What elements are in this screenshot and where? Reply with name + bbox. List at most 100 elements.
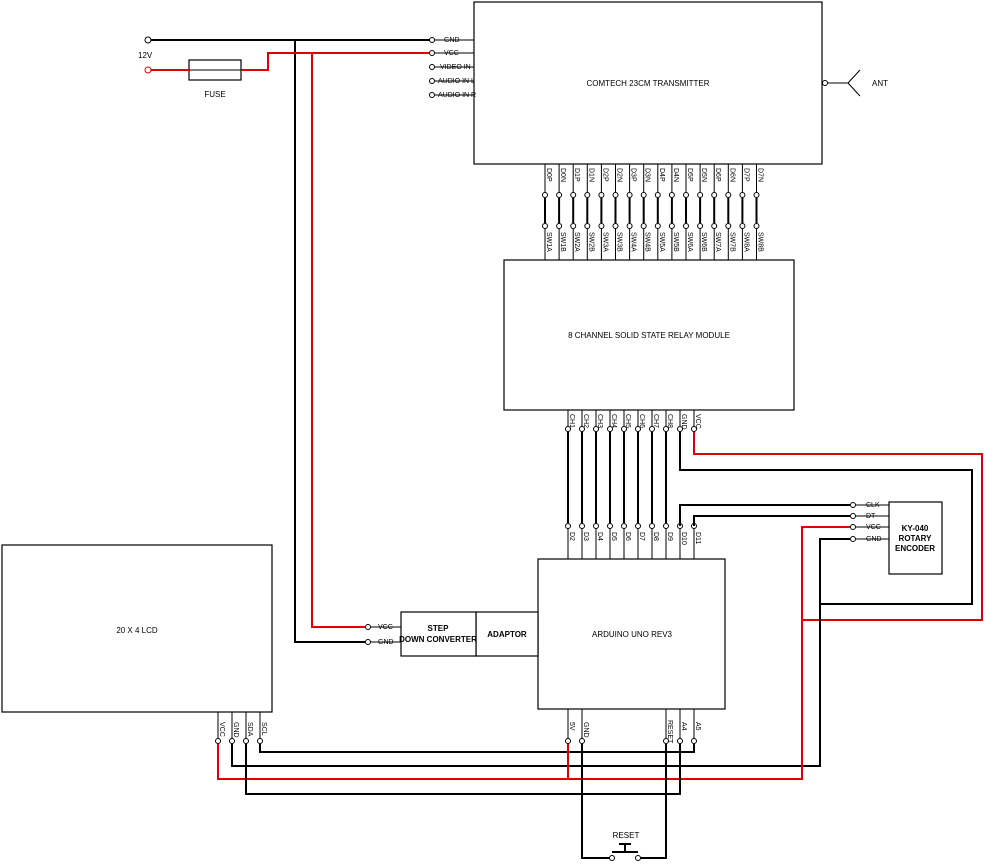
relay-bottom-pin: GND: [680, 414, 687, 430]
relay-bottom-terminal: [677, 426, 683, 432]
tx-pin-terminal: [753, 192, 760, 198]
fuse-label: FUSE: [204, 90, 225, 99]
converter-title-1: STEP: [428, 624, 450, 633]
arduino-pin-a4: A4: [680, 722, 687, 731]
converter-pins: [365, 624, 401, 645]
relay-bottom-terminal: [649, 426, 655, 432]
relay-top-pin: SW1A: [545, 232, 552, 252]
adaptor-box: [475, 611, 539, 657]
tx-bottom-pin: D1N: [587, 168, 594, 182]
relay-top-pin: SW8A: [742, 232, 749, 252]
tx-pin-audio-r: AUDIO IN R: [438, 92, 476, 99]
tx-pin-terminal: [697, 192, 704, 198]
relay-bottom-terminal: [607, 426, 613, 432]
arduino-pin-a5: A5: [694, 722, 701, 731]
relay-pin-terminal: [598, 223, 605, 229]
encoder-box: [888, 501, 943, 575]
tx-pin-terminal: [725, 192, 732, 198]
gnd-bus-wire: [231, 604, 821, 767]
encoder-title-3: ENCODER: [895, 544, 935, 553]
tx-pin-video: VIDEO IN: [440, 64, 471, 71]
reset-button-symbol: [609, 843, 641, 861]
relay-top-pin: SW8B: [757, 232, 764, 252]
relay-bottom-pin: CH5: [624, 414, 631, 428]
tx-bottom-pin: D0P: [545, 168, 552, 182]
power-voltage-label: 12V: [138, 51, 153, 60]
relay-box: [503, 259, 795, 411]
relay-pin-terminal: [739, 223, 746, 229]
tx-pin-terminal: [711, 192, 718, 198]
tx-pin-terminal: [570, 192, 577, 198]
relay-pin-terminal: [683, 223, 689, 229]
relay-top-pin: SW2A: [573, 232, 580, 252]
tx-pin-terminal: [654, 192, 661, 198]
arduino-top-pin: D10: [680, 532, 687, 545]
tx-bottom-pin: D5N: [700, 168, 707, 182]
relay-bottom-terminal: [579, 426, 585, 432]
relay-pin-terminal: [626, 223, 633, 229]
relay-bottom-terminal: [565, 426, 571, 432]
converter-pin-vcc: VCC: [378, 624, 393, 631]
arduino-top-pin: D4: [596, 532, 603, 541]
arduino-top-terminal: [649, 523, 655, 529]
relay-bottom-terminal: [621, 426, 627, 432]
scl-bus-wire: [259, 744, 695, 753]
sda-bus-wire: [245, 744, 681, 795]
relay-top-pin: SW5A: [658, 232, 665, 252]
relay-pin-terminal: [640, 223, 647, 229]
arduino-top-pin: D7: [638, 532, 645, 541]
relay-pin-terminal: [654, 223, 661, 229]
relay-top-labels: SW1A SW1B SW2A SW2B SW3A SW3B SW4A SW4B …: [545, 232, 764, 252]
adaptor-title: ADAPTOR: [487, 630, 527, 639]
tx-bottom-pin: D3N: [644, 168, 651, 182]
arduino-top-pin: D5: [610, 532, 617, 541]
tx-pin-terminal: [668, 192, 675, 198]
lcd-box: [1, 544, 273, 713]
tx-bottom-pin: D7N: [757, 168, 764, 182]
arduino-top-terminal: [635, 523, 641, 529]
tx-pin-vcc: VCC: [444, 50, 459, 57]
encoder-pin-vcc: VCC: [866, 524, 881, 531]
power-vcc-terminal: [144, 66, 152, 74]
tx-pin-terminal: [598, 192, 605, 198]
encoder-pin-dt: DT: [866, 513, 876, 520]
tx-pin-terminal: [640, 192, 647, 198]
tx-pin-terminal: [556, 192, 563, 198]
tx-bottom-pin: D0N: [559, 168, 566, 182]
relay-vcc-wire: [693, 432, 983, 621]
encoder-pins: [850, 502, 889, 542]
relay-top-pin: SW1B: [559, 232, 566, 252]
arduino-top-terminal: [663, 523, 669, 529]
tx-pin-audio-l: AUDIO IN L: [438, 78, 475, 85]
arduino-box: [537, 558, 726, 710]
relay-top-pin: SW6A: [686, 232, 693, 252]
vcc-bus-wire: [217, 620, 803, 780]
relay-pin-terminal: [556, 223, 563, 229]
relay-bottom-pin: CH1: [568, 414, 575, 428]
transmitter-relay-wires: [542, 164, 760, 260]
arduino-top-pin: D11: [694, 532, 701, 544]
arduino-pin-gnd: GND: [582, 722, 589, 738]
relay-pin-terminal: [725, 223, 732, 229]
relay-top-pin: SW3A: [601, 232, 608, 252]
tx-bottom-pin: D3P: [630, 168, 637, 182]
reset-pin-wire: [640, 744, 667, 859]
relay-bottom-terminal: [635, 426, 641, 432]
converter-pin-gnd: GND: [378, 639, 394, 646]
arduino-pin-reset: RESET: [666, 720, 673, 744]
relay-pin-terminal: [753, 223, 760, 229]
tx-bottom-pin: D7P: [742, 168, 749, 182]
relay-bottom-pin: CH3: [596, 414, 603, 428]
arduino-top-pin: D3: [582, 532, 589, 541]
relay-pin-terminal: [584, 223, 591, 229]
tx-bottom-pin: D2P: [601, 168, 608, 182]
relay-pin-terminal: [612, 223, 619, 229]
arduino-top-labels: D2 D3 D4 D5 D6 D7 D8 D9 D10 D11: [568, 532, 701, 545]
encoder-title-1: KY-040: [902, 524, 929, 533]
arduino-top-pin: D9: [666, 532, 673, 541]
power-gnd-terminal: [144, 36, 152, 44]
relay-top-pin: SW7B: [728, 232, 735, 252]
reset-label: RESET: [613, 831, 640, 840]
encoder-clk-wire: [679, 504, 850, 526]
